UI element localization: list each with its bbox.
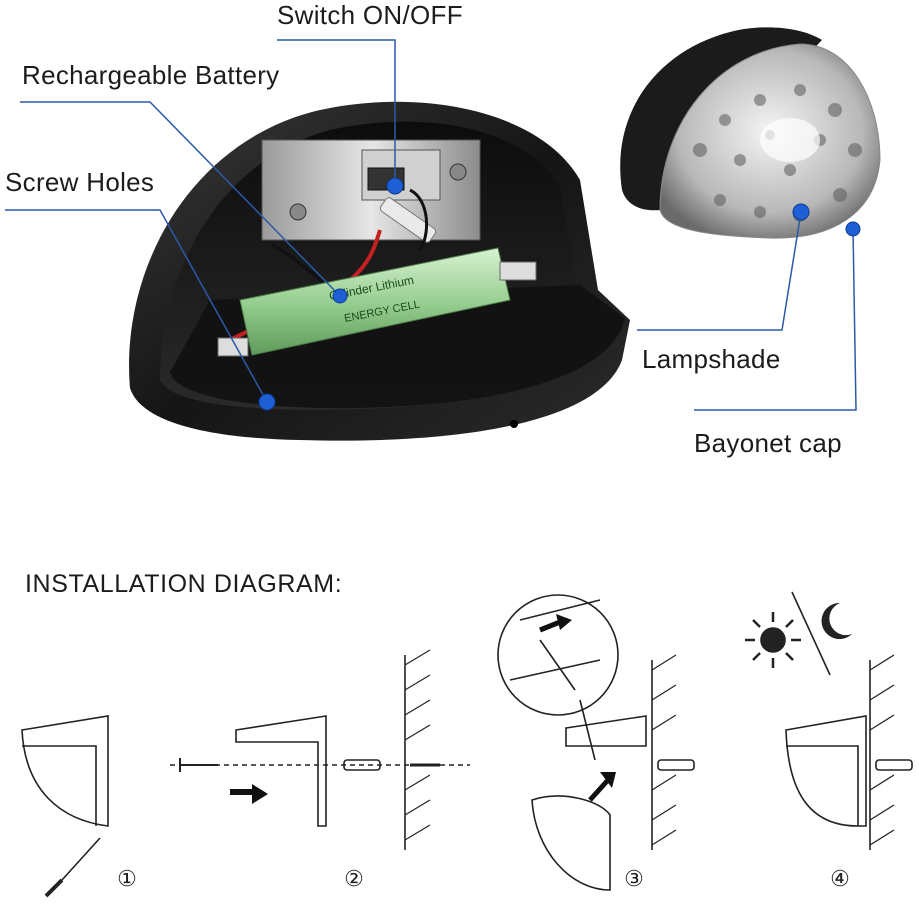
label-bayonet-cap: Bayonet cap bbox=[694, 428, 842, 458]
step-1-number: ① bbox=[117, 867, 137, 892]
callout-lines bbox=[5, 39, 857, 411]
battery-illustration: Cylinder Lithium ENERGY CELL bbox=[217, 247, 537, 357]
installation-drawings bbox=[21, 591, 913, 898]
label-switch: Switch ON/OFF bbox=[277, 0, 463, 30]
step-2-number: ② bbox=[344, 867, 364, 892]
step-3-number: ③ bbox=[624, 867, 644, 892]
label-battery: Rechargeable Battery bbox=[22, 60, 280, 90]
step-3-drawing bbox=[497, 594, 695, 891]
step-1-drawing bbox=[21, 715, 109, 898]
step-2-drawing bbox=[170, 649, 470, 850]
label-lampshade: Lampshade bbox=[642, 344, 781, 374]
callout-dots bbox=[258, 177, 861, 411]
label-screw-holes: Screw Holes bbox=[5, 167, 155, 197]
installation-title: INSTALLATION DIAGRAM: bbox=[25, 570, 343, 598]
step-4-number: ④ bbox=[830, 867, 850, 892]
moon-icon bbox=[821, 602, 852, 639]
step-4-drawing bbox=[745, 591, 913, 850]
lamp-dome bbox=[620, 27, 881, 239]
lamp-cutaway: Cylinder Lithium ENERGY CELL bbox=[129, 101, 630, 441]
sun-icon bbox=[745, 612, 801, 668]
